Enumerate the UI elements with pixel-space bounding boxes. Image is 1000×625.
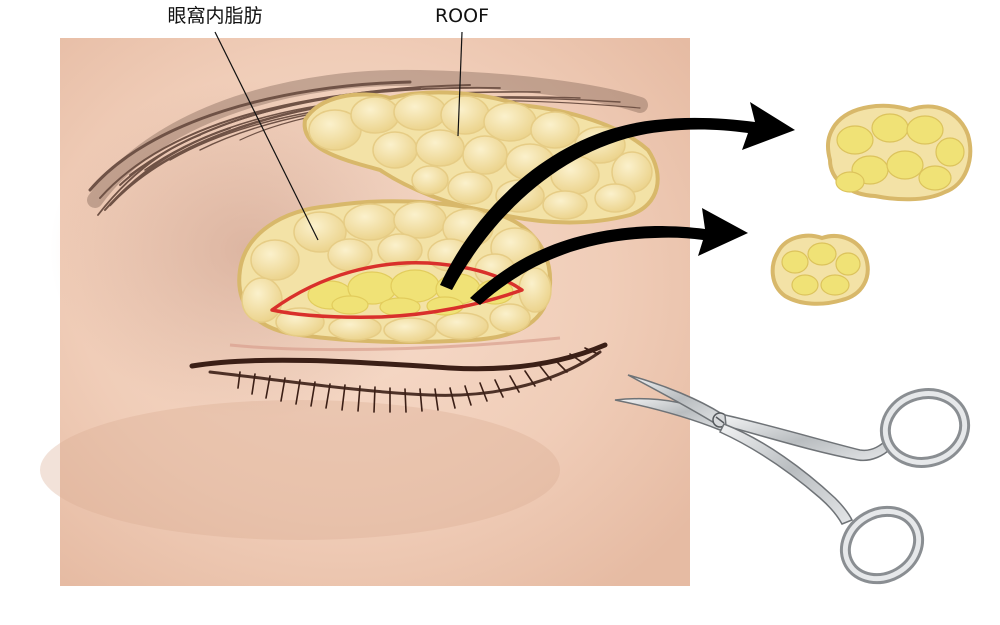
eyelash-line (189, 342, 608, 413)
eyelid-crease (229, 336, 561, 352)
incision-outline (270, 261, 524, 319)
orbital-fat-label: 眼窩内脂肪 (167, 5, 262, 27)
roof-leader-line (457, 31, 463, 137)
arrows (440, 102, 795, 305)
upper-arrow (440, 102, 795, 290)
lower-lid-shadow (40, 400, 560, 540)
lower-arrow (470, 208, 748, 305)
eyebrow (87, 69, 648, 216)
scissors-icon (614, 374, 971, 585)
excised-fat-large (825, 103, 973, 202)
roof-label: ROOF (435, 5, 489, 27)
orbital-fat-leader-line (214, 31, 319, 241)
excised-fat-small (770, 233, 870, 306)
